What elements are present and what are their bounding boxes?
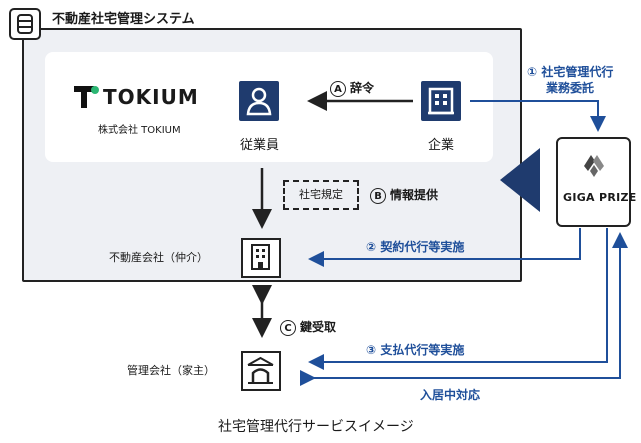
- flow-two-arrow: [308, 228, 581, 267]
- gigaprize-logo-icon: [580, 151, 608, 185]
- tokium-company-name: 株式会社 TOKIUM: [98, 125, 181, 136]
- move-in-arrow: [300, 232, 628, 386]
- flow-one-text: 社宅管理代行: [541, 65, 614, 79]
- realestate-label: 不動産会社（仲介）: [109, 251, 208, 264]
- server-icon: [9, 8, 41, 40]
- tokium-logo: [74, 86, 100, 112]
- flow-b-text: 情報提供: [390, 188, 439, 202]
- office-building-icon: [241, 238, 281, 278]
- building-icon: [421, 81, 461, 121]
- gigaprize-box: GIGA PRIZE: [556, 137, 636, 227]
- house-gate-icon: [241, 351, 281, 391]
- employee-label: 従業員: [240, 138, 280, 153]
- company-label: 企業: [428, 138, 455, 153]
- gigaprize-text: GIGA PRIZE: [563, 191, 637, 204]
- flow-b-mark: B: [370, 187, 386, 204]
- tokium-logo-text: TOKIUM: [103, 85, 199, 109]
- flow-one-mark: ①: [527, 65, 538, 79]
- move-in-label: 入居中対応: [420, 388, 481, 402]
- flow-one-arrow: [470, 100, 606, 132]
- flow-three-arrow: [308, 228, 608, 370]
- person-icon: [239, 81, 279, 121]
- flow-c-mark: C: [280, 319, 296, 336]
- flow-a-text: 辞令: [350, 81, 375, 95]
- caption: 社宅管理代行サービスイメージ: [218, 419, 414, 435]
- rules-box: 社宅規定: [283, 180, 359, 210]
- flow-a-label: A 辞令: [330, 79, 374, 97]
- flow-one-line2: 業務委託: [546, 81, 595, 95]
- service-pointer-triangle: [500, 148, 540, 212]
- flow-b-label: B 情報提供: [370, 186, 438, 204]
- flow-one-line1: ① 社宅管理代行: [527, 63, 613, 80]
- system-title: 不動産社宅管理システム: [52, 12, 195, 27]
- manager-label: 管理会社（家主）: [127, 364, 215, 377]
- flow-a-mark: A: [330, 80, 346, 97]
